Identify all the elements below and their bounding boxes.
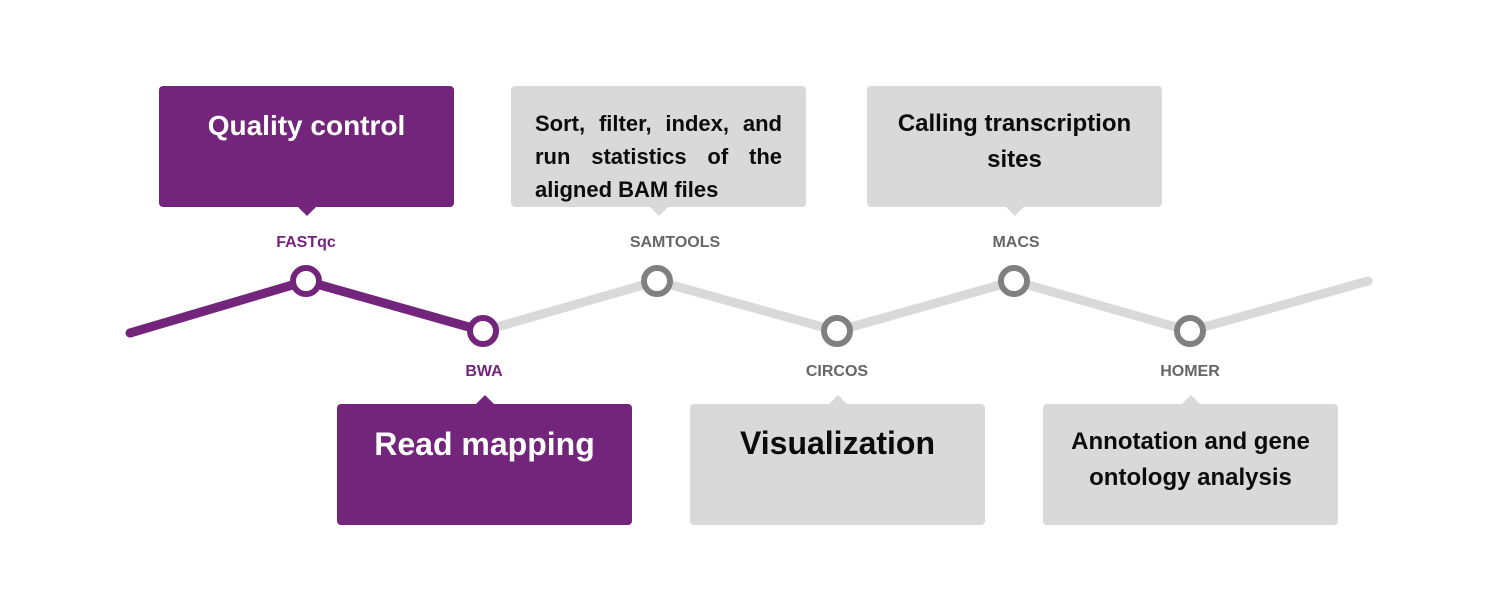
tool-label-macs: MACS: [992, 234, 1040, 251]
step-box-homer: Annotation and gene ontology analysis: [1043, 395, 1338, 525]
step-box-macs: Calling transcription sites: [867, 86, 1162, 216]
step-box-read-mapping: Read mapping: [337, 395, 632, 525]
node-circos: [821, 315, 853, 347]
step-description: Annotation and gene ontology analysis: [1071, 428, 1310, 491]
step-box-quality-control: Quality control: [159, 86, 454, 216]
tool-label-samtools: SAMTOOLS: [629, 234, 721, 251]
node-bwa: [467, 315, 499, 347]
step-description: Sort, filter, index, and run statistics …: [535, 111, 782, 202]
step-box-samtools: Sort, filter, index, and run statistics …: [511, 86, 806, 216]
tool-label-circos: CIRCOS: [805, 363, 869, 380]
node-samtools: [641, 265, 673, 297]
node-fastqc: [290, 265, 322, 297]
step-description: Calling transcription sites: [897, 110, 1132, 173]
node-homer: [1174, 315, 1206, 347]
tool-label-homer: HOMER: [1160, 363, 1220, 380]
step-box-visualization: Visualization: [690, 395, 985, 525]
tool-label-bwa: BWA: [465, 363, 503, 380]
step-description: Visualization: [739, 425, 935, 461]
node-macs: [998, 265, 1030, 297]
tool-label-fastqc: FASTqc: [276, 234, 336, 251]
step-description: Quality control: [207, 110, 406, 141]
step-description: Read mapping: [374, 426, 595, 462]
timeline-segment-inactive: [478, 276, 1373, 336]
